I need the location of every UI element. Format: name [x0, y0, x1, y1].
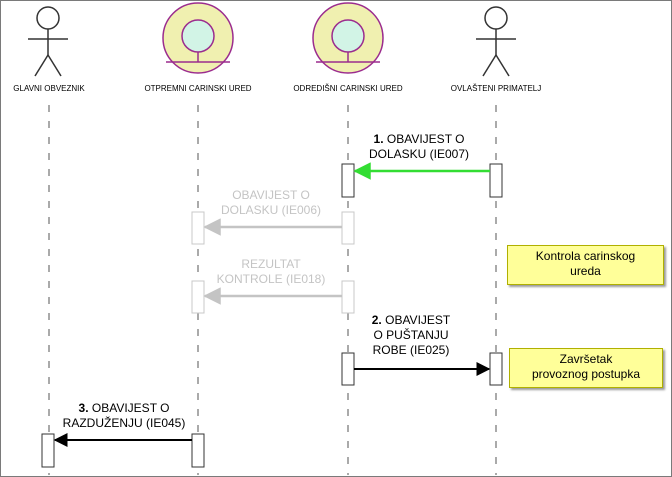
note-text: Završetak [559, 352, 613, 366]
activation-box [41, 433, 55, 468]
message-number: 1. [373, 132, 384, 146]
note-text: Kontrola carinskog [535, 249, 636, 263]
message-number: 3. [78, 401, 89, 415]
message-text: O PUŠTANJU [373, 328, 449, 342]
note-kontrola-carinskog-ureda: Kontrola carinskog ureda [507, 245, 664, 285]
message-number: 2. [371, 313, 382, 327]
message-text: REZULTAT [241, 257, 301, 271]
message-text: DOLASKU (IE007) [368, 147, 470, 161]
message-text: OBAVIJEST O [232, 188, 310, 202]
message-label-ie045: 3. OBAVIJEST O RAZDUŽENJU (IE045) [49, 401, 199, 431]
participant-label: OVLAŠTENI PRIMATELJ [450, 84, 542, 93]
entity-icon [162, 2, 234, 74]
note-text: provoznog postupka [531, 367, 641, 381]
activation-box [489, 163, 503, 198]
activation-box [341, 163, 355, 198]
message-text: KONTROLE (IE018) [216, 272, 326, 286]
actor-icon [28, 6, 68, 77]
message-label-ie025: 2. OBAVIJEST O PUŠTANJU ROBE (IE025) [348, 313, 474, 358]
message-text: ROBE (IE025) [372, 343, 450, 357]
actor-icon [476, 6, 516, 77]
message-text: RAZDUŽENJU (IE045) [62, 416, 186, 430]
activation-box [191, 433, 205, 468]
message-label-ie018: REZULTAT KONTROLE (IE018) [196, 257, 346, 287]
participant-label: ODREDIŠNI CARINSKI URED [293, 84, 403, 93]
participant-label: OTPREMNI CARINSKI URED [144, 84, 252, 93]
message-text: DOLASKU (IE006) [220, 203, 322, 217]
message-label-ie006: OBAVIJEST O DOLASKU (IE006) [196, 188, 346, 218]
activation-box [489, 352, 503, 386]
message-label-ie007: 1. OBAVIJEST O DOLASKU (IE007) [344, 132, 494, 162]
message-text: OBAVIJEST O [91, 401, 170, 415]
entity-icon [312, 2, 384, 74]
message-text: OBAVIJEST O [386, 132, 465, 146]
note-zavrsetak-provoznog-postupka: Završetak provoznog postupka [509, 348, 663, 388]
participant-label: GLAVNI OBVEZNIK [13, 84, 85, 93]
message-text: OBAVIJEST [385, 313, 451, 327]
note-text: ureda [570, 264, 601, 278]
